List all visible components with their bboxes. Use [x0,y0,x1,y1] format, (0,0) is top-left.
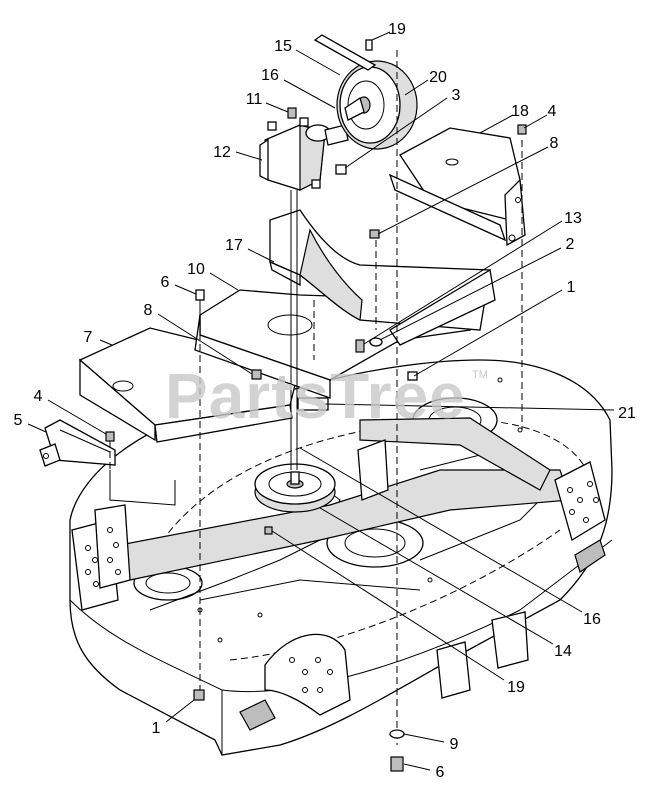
callout-c4b: 4 [34,388,43,405]
leader-lines [27,31,615,771]
callout-c15: 15 [274,38,292,55]
callout-c3: 3 [452,87,461,104]
callout-c18: 18 [511,103,529,120]
callout-c4a: 4 [548,103,557,120]
callout-c20: 20 [429,69,447,86]
callout-c21: 21 [618,405,636,422]
shield-cover-18 [388,127,526,247]
callout-c14: 14 [554,643,572,660]
callout-c7: 7 [84,329,93,346]
callout-c6a: 6 [161,274,170,291]
callout-c19a: 19 [388,21,406,38]
callout-c17: 17 [225,237,243,254]
left-discharge-guard [71,504,131,611]
callout-c2: 2 [566,236,575,253]
callout-c1b: 1 [152,720,161,737]
idler-pulley-16 [254,463,336,513]
callout-c11: 11 [246,91,263,108]
callout-c8a: 8 [550,135,559,152]
front-discharge-guard [239,633,351,731]
callout-c16b: 16 [583,611,601,628]
callout-c1a: 1 [567,279,576,296]
gearbox-12 [259,107,349,191]
drive-pulley-20 [336,60,418,150]
callout-c6b: 6 [436,764,445,781]
mower-deck-housing [69,359,613,756]
callout-c19b: 19 [507,679,525,696]
right-discharge-guard [554,461,606,573]
callout-c10: 10 [187,261,205,278]
watermark-text: PartsTree [165,360,466,432]
callout-c5: 5 [14,412,23,429]
callout-c12: 12 [213,144,231,161]
callout-c8b: 8 [144,302,153,319]
callout-c16a: 16 [261,67,279,84]
callout-c13: 13 [564,210,582,227]
drive-belt-15 [313,34,377,71]
watermark-trademark: TM [472,369,488,381]
assembly-center-lines [109,50,523,745]
callout-c9: 9 [450,736,459,753]
watermark: PartsTree TM [165,360,488,432]
mounting-bracket-5 [39,419,116,467]
